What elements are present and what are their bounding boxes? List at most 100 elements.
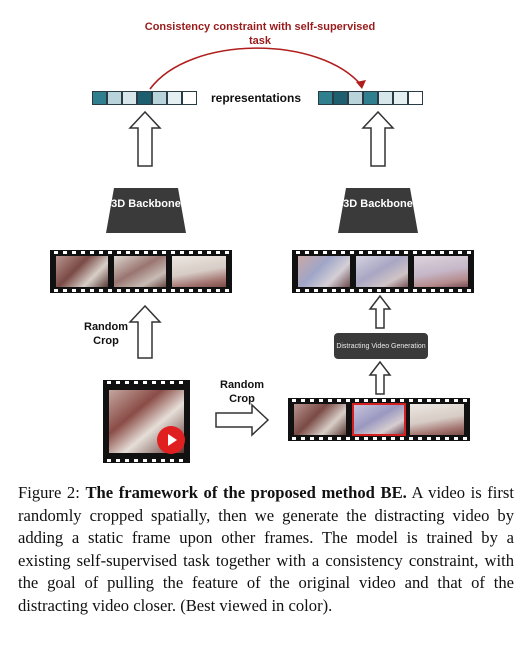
film-perforation — [107, 381, 111, 384]
film-perforation — [207, 289, 211, 292]
consistency-curve-arrow — [149, 47, 363, 90]
film-perforation — [143, 459, 147, 462]
film-perforation — [314, 251, 318, 254]
film-perforation — [72, 289, 76, 292]
film-perforation — [467, 289, 471, 292]
film-perforation — [292, 399, 296, 402]
film-perforation — [189, 289, 193, 292]
right-arrow-horizontal — [215, 403, 270, 437]
representations-label: representations — [210, 91, 302, 105]
rep-cell — [408, 91, 423, 105]
film-perforation — [310, 399, 314, 402]
random-crop-vertical-label: Random Crop — [84, 321, 128, 347]
film-perforation — [341, 289, 345, 292]
film-perforation — [161, 459, 165, 462]
right-up-arrow-top — [361, 110, 395, 167]
film-perforation — [395, 289, 399, 292]
film-perforation — [337, 399, 341, 402]
film-perforation — [63, 251, 67, 254]
caption-prefix: Figure 2: — [18, 483, 86, 502]
film-perforation — [153, 251, 157, 254]
video-frame — [298, 256, 350, 287]
film-perforation — [305, 251, 309, 254]
film-perforation — [445, 437, 449, 440]
right-representation-bar — [318, 91, 430, 106]
rep-cell — [107, 91, 122, 105]
film-perforation — [418, 399, 422, 402]
left-up-arrow-top — [128, 110, 162, 167]
cropped-clip-bottom — [288, 398, 470, 441]
film-perforation — [54, 289, 58, 292]
film-perforation — [454, 399, 458, 402]
film-perforation — [108, 251, 112, 254]
video-frame — [56, 256, 108, 287]
film-perforation — [350, 251, 354, 254]
film-perforation — [359, 251, 363, 254]
film-perforation — [373, 437, 377, 440]
film-perforation — [373, 399, 377, 402]
film-perforation — [368, 289, 372, 292]
film-perforation — [436, 399, 440, 402]
film-perforation — [296, 251, 300, 254]
film-perforation — [323, 289, 327, 292]
film-perforation — [418, 437, 422, 440]
film-perforation — [162, 251, 166, 254]
rep-cell — [333, 91, 348, 105]
film-perforation — [116, 381, 120, 384]
rep-cell — [348, 91, 363, 105]
film-perforation — [144, 251, 148, 254]
play-triangle — [168, 434, 177, 446]
film-perforation — [355, 399, 359, 402]
left-backbone-label: 3D Backbone — [111, 198, 181, 210]
film-perforation — [301, 399, 305, 402]
random-crop-horizontal-label: Random Crop — [220, 379, 264, 405]
film-perforation — [152, 459, 156, 462]
film-perforation — [445, 399, 449, 402]
film-perforation — [72, 251, 76, 254]
film-perforation — [449, 289, 453, 292]
film-perforation — [198, 251, 202, 254]
right-backbone-shape — [338, 188, 418, 233]
film-perforation — [346, 437, 350, 440]
film-perforation — [134, 381, 138, 384]
film-perforation — [179, 381, 183, 384]
diagram-connectors — [106, 47, 418, 437]
film-perforation — [99, 251, 103, 254]
film-perforation — [90, 251, 94, 254]
film-perforation — [125, 381, 129, 384]
film-perforation — [310, 437, 314, 440]
film-perforation — [395, 251, 399, 254]
film-perforation — [458, 251, 462, 254]
film-perforation — [179, 459, 183, 462]
rep-cell — [167, 91, 182, 105]
film-perforation — [144, 289, 148, 292]
film-perforation — [368, 251, 372, 254]
film-perforation — [99, 289, 103, 292]
film-perforation — [198, 289, 202, 292]
rep-cell — [393, 91, 408, 105]
film-perforation — [225, 289, 229, 292]
film-perforation — [386, 289, 390, 292]
film-perforation — [404, 289, 408, 292]
right-up-arrow-low — [368, 360, 392, 395]
caption-title: The framework of the proposed method BE. — [85, 483, 407, 502]
film-perforation — [332, 251, 336, 254]
film-perforation — [207, 251, 211, 254]
film-perforation — [152, 381, 156, 384]
film-perforation — [440, 289, 444, 292]
film-perforation — [117, 289, 121, 292]
rep-cell — [318, 91, 333, 105]
film-perforation — [436, 437, 440, 440]
film-perforation — [81, 289, 85, 292]
film-perforation — [170, 381, 174, 384]
film-perforation — [162, 289, 166, 292]
film-perforation — [409, 399, 413, 402]
film-perforation — [314, 289, 318, 292]
film-perforation — [454, 437, 458, 440]
film-perforation — [135, 251, 139, 254]
film-perforation — [143, 381, 147, 384]
film-perforation — [63, 289, 67, 292]
film-perforation — [117, 251, 121, 254]
film-perforation — [328, 437, 332, 440]
original-video-thumbnail — [103, 380, 190, 463]
